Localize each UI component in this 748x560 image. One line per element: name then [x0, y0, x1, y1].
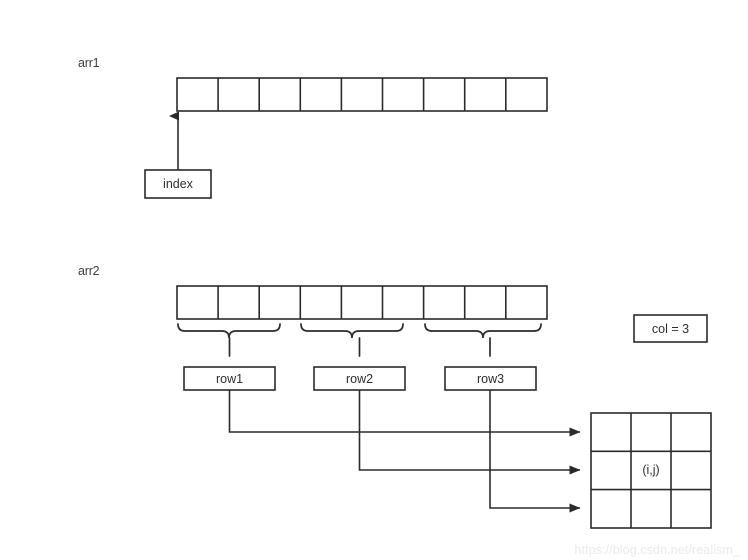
index-box-label: index: [163, 177, 193, 191]
watermark-text: https://blog.csdn.net/realism_: [574, 543, 740, 557]
row1-label: row1: [215, 371, 244, 386]
arr1-label: arr1: [78, 56, 100, 70]
row2-connector: [358, 390, 581, 475]
row-to-matrix-connectors: [228, 390, 581, 513]
row2-label: row2: [345, 371, 374, 386]
matrix-grid: [590, 412, 712, 529]
col-note-box: [633, 314, 708, 343]
arr2-label: arr2: [78, 264, 100, 278]
row3-connector: [489, 390, 581, 513]
row1-connector: [228, 390, 581, 437]
arr2-group-braces: [177, 323, 542, 357]
arr2-array: [176, 285, 548, 320]
index-box: [144, 169, 212, 199]
col-note-label: col = 3: [651, 321, 690, 336]
row3-label: row3: [476, 371, 505, 386]
matrix-cell-ij-label: (i,j): [642, 463, 660, 477]
arr1-array: [176, 77, 548, 112]
